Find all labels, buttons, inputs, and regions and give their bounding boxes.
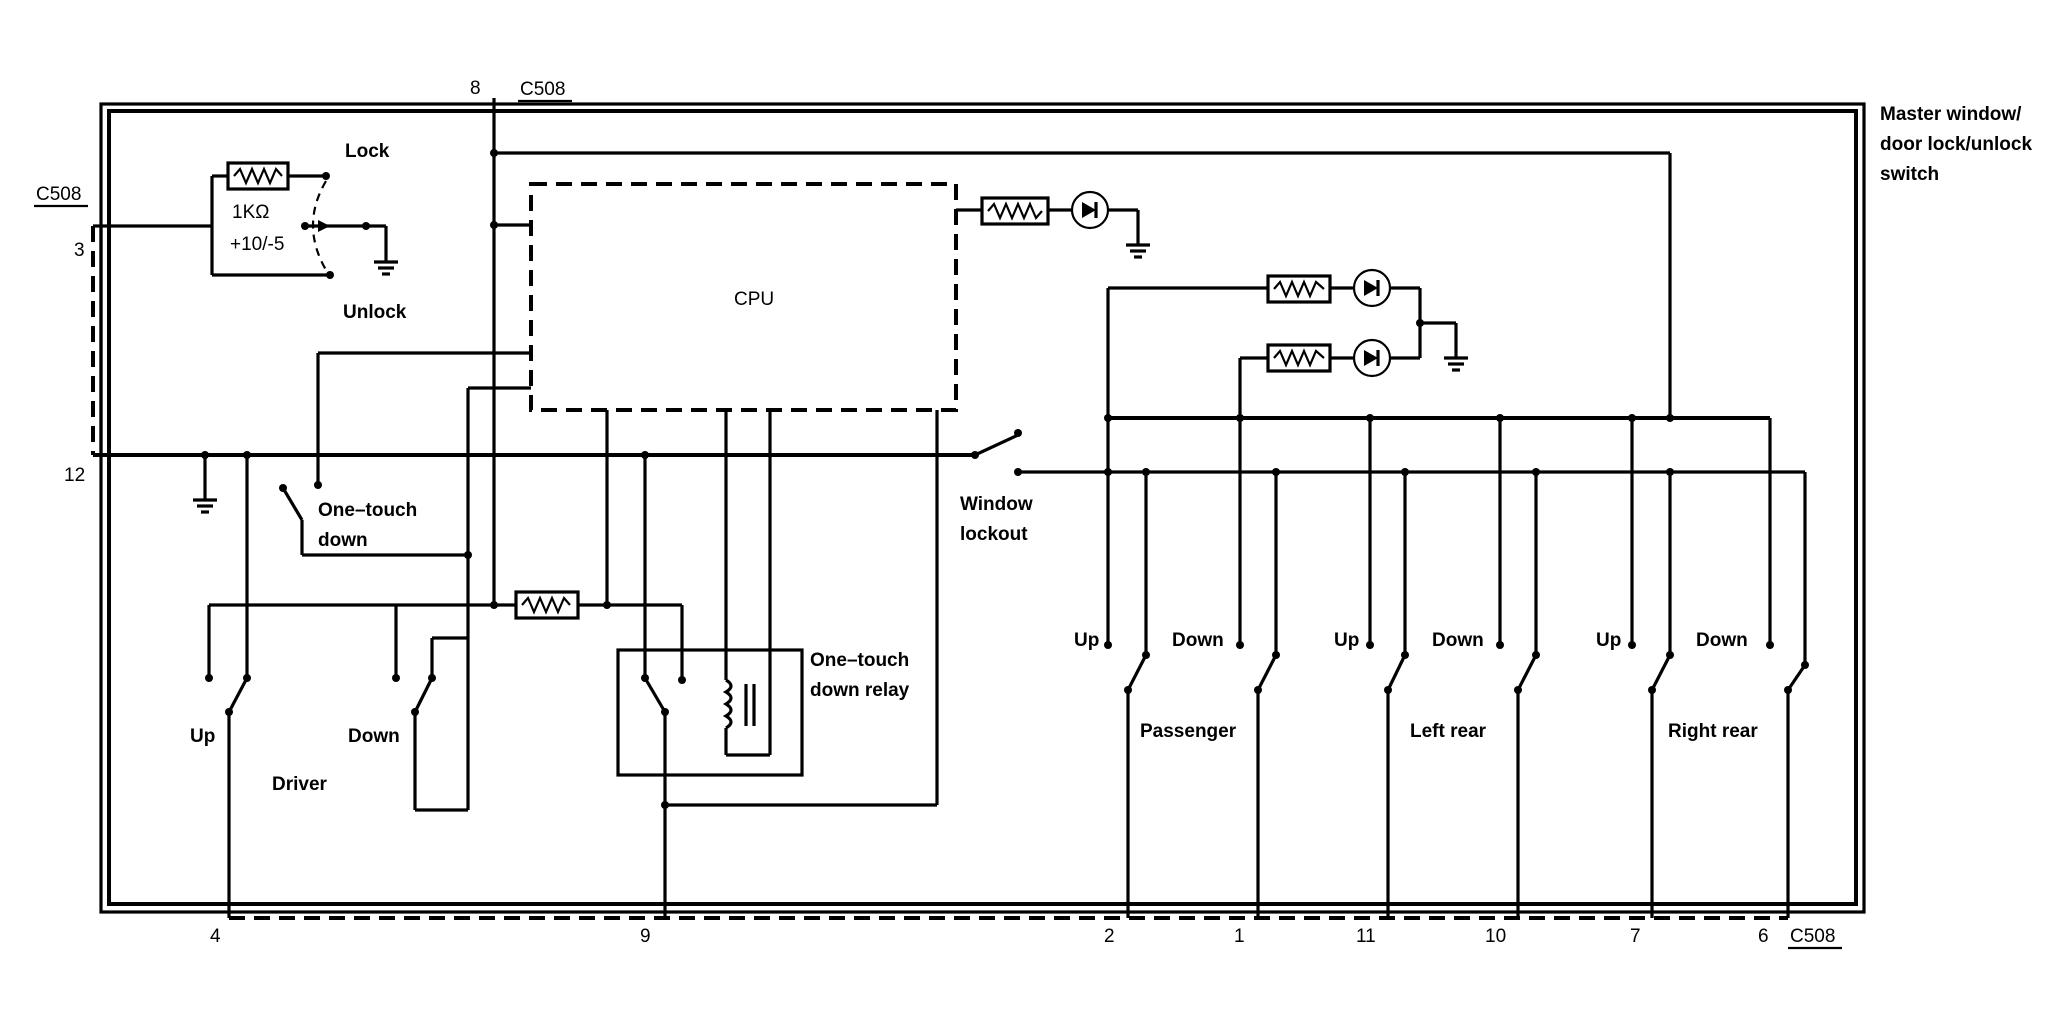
pin-2: 2 — [1104, 926, 1115, 947]
connector-label-bottom: C508 — [1790, 926, 1835, 947]
driver-down-label: Down — [348, 726, 400, 747]
connector-label-top: C508 — [520, 79, 565, 100]
lamp-resistor-2 — [1266, 343, 1332, 373]
pin-3: 3 — [74, 240, 85, 261]
one-touch-relay — [616, 648, 804, 777]
left-rear-label: Left rear — [1410, 721, 1487, 742]
driver-up-label: Up — [190, 726, 215, 747]
switch-housing-inner — [107, 109, 1858, 906]
pin-4: 4 — [210, 926, 221, 947]
pin-6: 6 — [1758, 926, 1769, 947]
one-touch-down-line1: One–touch — [318, 500, 417, 521]
unlock-label: Unlock — [343, 302, 407, 323]
connector-label-left: C508 — [36, 184, 81, 205]
right-rear-up-label: Up — [1596, 630, 1621, 651]
right-rear-label: Right rear — [1668, 721, 1758, 742]
one-touch-down-line2: down — [318, 530, 368, 551]
pin-1: 1 — [1234, 926, 1245, 947]
relay-label-line1: One–touch — [810, 650, 909, 671]
driver-label: Driver — [272, 774, 328, 795]
pin-10: 10 — [1485, 926, 1506, 947]
pin-11: 11 — [1356, 926, 1376, 947]
switch-title-line2: door lock/unlock — [1880, 134, 2032, 155]
right-rear-down-label: Down — [1696, 630, 1748, 651]
relay-resistor — [514, 590, 580, 620]
switch-title-line1: Master window/ — [1880, 104, 2022, 125]
passenger-label: Passenger — [1140, 721, 1237, 742]
window-lockout-line2: lockout — [960, 524, 1028, 545]
switch-title-line3: switch — [1880, 164, 1939, 185]
resistor-value: 1KΩ — [232, 202, 269, 223]
cpu-label: CPU — [734, 289, 774, 310]
pin-8: 8 — [470, 78, 481, 99]
cpu-block — [529, 182, 958, 412]
window-lockout-line1: Window — [960, 494, 1033, 515]
passenger-down-label: Down — [1172, 630, 1224, 651]
pin-7: 7 — [1630, 926, 1641, 947]
left-rear-up-label: Up — [1334, 630, 1359, 651]
pin-9: 9 — [640, 926, 651, 947]
resistor-tolerance: +10/-5 — [230, 234, 284, 255]
pin-12: 12 — [64, 465, 85, 486]
switch-housing-outer — [99, 102, 1866, 914]
left-rear-down-label: Down — [1432, 630, 1484, 651]
relay-label-line2: down relay — [810, 680, 910, 701]
lock-label: Lock — [345, 141, 390, 162]
lamp-resistor-1 — [1266, 274, 1332, 304]
passenger-up-label: Up — [1074, 630, 1099, 651]
